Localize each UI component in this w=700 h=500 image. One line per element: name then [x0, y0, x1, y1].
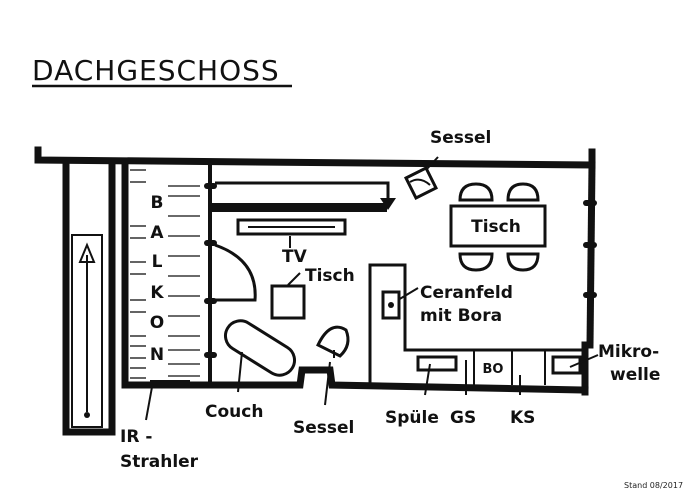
label-tisch-dining: Tisch: [471, 217, 521, 237]
label-mit-bora: mit Bora: [420, 306, 502, 326]
label-gs: GS: [450, 408, 476, 428]
tisch-couch-leader: [287, 272, 301, 286]
balkon-letter-o: O: [150, 313, 164, 333]
label-mikro: Mikro-: [598, 342, 659, 362]
balkon-letter-k: K: [150, 283, 164, 303]
label-ceranfeld: Ceranfeld: [420, 283, 513, 303]
couch: [223, 319, 297, 393]
right-window-marks: [583, 200, 597, 298]
staircase: [71, 234, 103, 428]
balkon-letter-b: B: [151, 193, 164, 213]
label-ir: IR -: [120, 427, 152, 447]
plan-title: DACHGESCHOSS: [32, 54, 280, 87]
label-couch: Couch: [205, 402, 263, 422]
stand-date: Stand 08/2017: [624, 481, 683, 490]
roof-beam: [212, 181, 396, 212]
label-welle: welle: [610, 365, 660, 385]
label-strahler: Strahler: [120, 452, 199, 472]
tv-unit: [236, 218, 347, 248]
door-swing: [214, 243, 257, 302]
label-tisch-couch: Tisch: [305, 266, 355, 286]
outer-walls: [34, 146, 596, 436]
kitchen: [368, 263, 599, 396]
label-bo: BO: [483, 362, 504, 377]
balkon-letter-a: A: [150, 223, 164, 243]
dining-table: [449, 182, 547, 272]
label-tv: TV: [282, 247, 308, 267]
label-ks: KS: [510, 408, 535, 428]
balkon-hatching: [130, 169, 200, 379]
label-sessel-top: Sessel: [430, 128, 491, 148]
balkon-window-wall: [204, 165, 217, 385]
coffee-table: [270, 284, 306, 320]
balkon-letter-l: L: [152, 252, 163, 272]
armchair-bottom: [316, 325, 350, 406]
label-spuele: Spüle: [385, 408, 439, 428]
armchair-top: [403, 156, 439, 201]
ir-heater: [145, 380, 190, 421]
label-sessel-bottom: Sessel: [293, 418, 354, 438]
balkon-letter-n: N: [150, 345, 164, 365]
